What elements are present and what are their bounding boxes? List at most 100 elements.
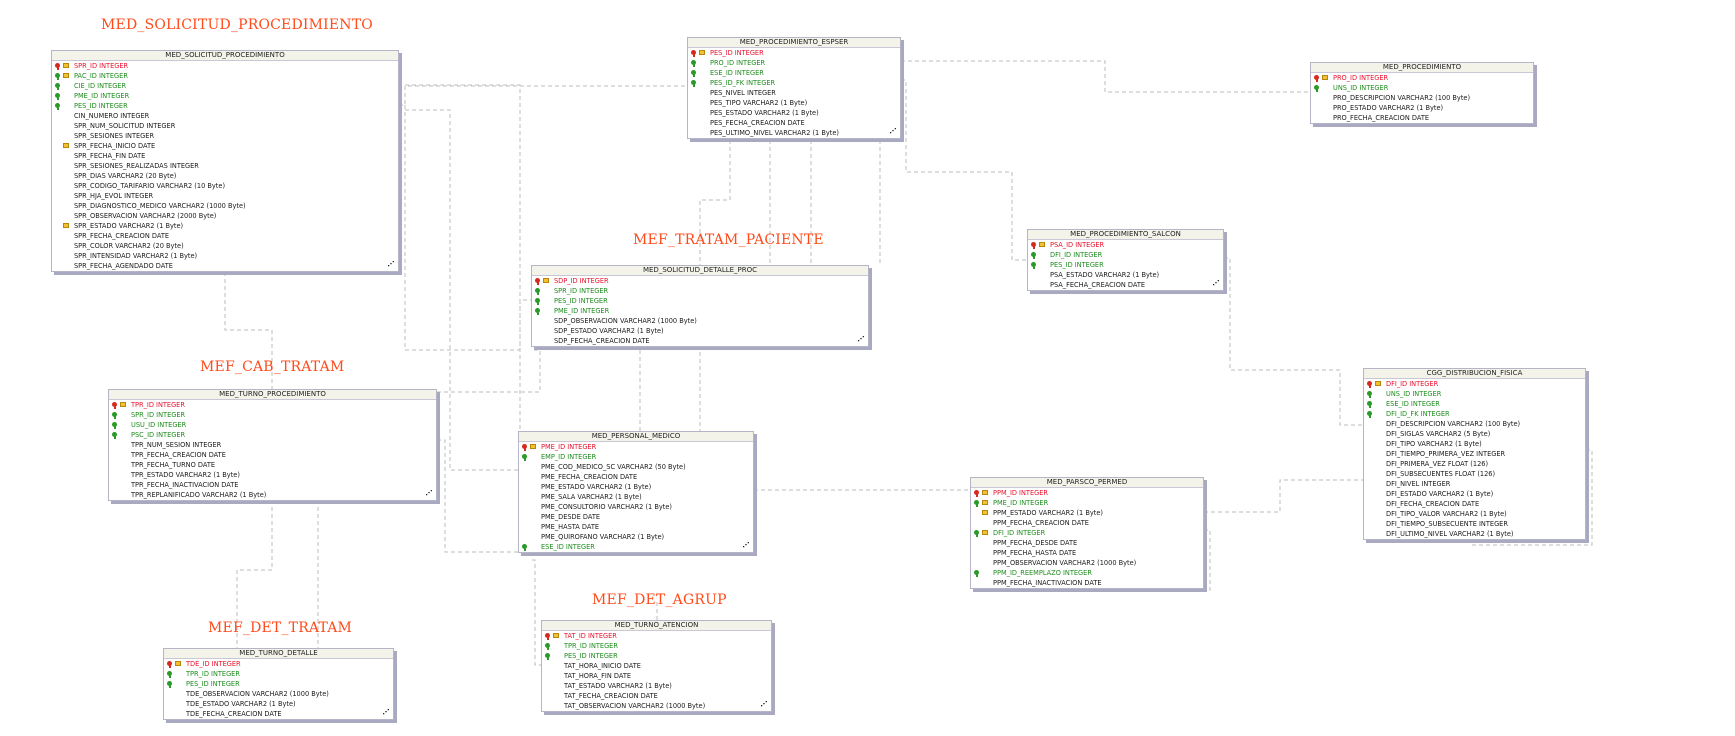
- column-row[interactable]: TPR_ID INTEGER: [164, 669, 393, 679]
- column-row[interactable]: DFI_ULTIMO_NIVEL VARCHAR2 (1 Byte): [1364, 529, 1585, 539]
- more-icon[interactable]: ⋰: [760, 700, 768, 708]
- column-row[interactable]: TAT_ESTADO VARCHAR2 (1 Byte): [542, 681, 771, 691]
- column-row[interactable]: DFI_FECHA_CREACION DATE: [1364, 499, 1585, 509]
- column-row[interactable]: PAC_ID INTEGER: [52, 71, 398, 81]
- column-row[interactable]: SPR_DIAS VARCHAR2 (20 Byte): [52, 171, 398, 181]
- column-row[interactable]: DFI_PRIMERA_VEZ FLOAT (126): [1364, 459, 1585, 469]
- column-row[interactable]: PPM_OBSERVACION VARCHAR2 (1000 Byte): [971, 558, 1203, 568]
- column-row[interactable]: PES_ID INTEGER: [542, 651, 771, 661]
- column-row[interactable]: PES_ID INTEGER: [164, 679, 393, 689]
- column-row[interactable]: CIE_ID INTEGER: [52, 81, 398, 91]
- column-row[interactable]: SPR_FECHA_INICIO DATE: [52, 141, 398, 151]
- column-row[interactable]: ESE_ID INTEGER: [519, 542, 753, 552]
- column-row[interactable]: DFI_TIEMPO_PRIMERA_VEZ INTEGER: [1364, 449, 1585, 459]
- column-row[interactable]: SPR_ID INTEGER: [109, 410, 436, 420]
- column-row[interactable]: SPR_INTENSIDAD VARCHAR2 (1 Byte): [52, 251, 398, 261]
- column-row[interactable]: SPR_OBSERVACION VARCHAR2 (2000 Byte): [52, 211, 398, 221]
- column-row[interactable]: PES_FECHA_CREACION DATE: [688, 118, 900, 128]
- column-row[interactable]: PSC_ID INTEGER: [109, 430, 436, 440]
- more-icon[interactable]: ⋰: [1212, 279, 1220, 287]
- column-row[interactable]: TPR_FECHA_CREACION DATE: [109, 450, 436, 460]
- column-row[interactable]: SPR_ESTADO VARCHAR2 (1 Byte): [52, 221, 398, 231]
- column-row[interactable]: PES_ID INTEGER: [688, 48, 900, 58]
- column-row[interactable]: PRO_ID INTEGER: [688, 58, 900, 68]
- column-row[interactable]: PME_HASTA DATE: [519, 522, 753, 532]
- column-row[interactable]: TAT_OBSERVACION VARCHAR2 (1000 Byte): [542, 701, 771, 711]
- column-row[interactable]: PME_ID INTEGER: [52, 91, 398, 101]
- column-row[interactable]: TAT_HORA_FIN DATE: [542, 671, 771, 681]
- column-row[interactable]: PPM_FECHA_CREACION DATE: [971, 518, 1203, 528]
- column-row[interactable]: SDP_OBSERVACION VARCHAR2 (1000 Byte): [532, 316, 868, 326]
- column-row[interactable]: SPR_FECHA_AGENDADO DATE: [52, 261, 398, 271]
- column-row[interactable]: PES_NIVEL INTEGER: [688, 88, 900, 98]
- column-row[interactable]: TAT_ID INTEGER: [542, 631, 771, 641]
- column-row[interactable]: DFI_ESTADO VARCHAR2 (1 Byte): [1364, 489, 1585, 499]
- column-row[interactable]: PPM_ESTADO VARCHAR2 (1 Byte): [971, 508, 1203, 518]
- column-row[interactable]: TPR_ID INTEGER: [109, 400, 436, 410]
- column-row[interactable]: DFI_SIGLAS VARCHAR2 (5 Byte): [1364, 429, 1585, 439]
- column-row[interactable]: PME_FECHA_CREACION DATE: [519, 472, 753, 482]
- column-row[interactable]: ESE_ID INTEGER: [688, 68, 900, 78]
- column-row[interactable]: DFI_DESCRIPCION VARCHAR2 (100 Byte): [1364, 419, 1585, 429]
- column-row[interactable]: CIN_NUMERO INTEGER: [52, 111, 398, 121]
- column-row[interactable]: TPR_ID INTEGER: [542, 641, 771, 651]
- column-row[interactable]: PES_ID INTEGER: [52, 101, 398, 111]
- column-row[interactable]: SDP_ESTADO VARCHAR2 (1 Byte): [532, 326, 868, 336]
- column-row[interactable]: PES_ULTIMO_NIVEL VARCHAR2 (1 Byte): [688, 128, 900, 138]
- column-row[interactable]: TDE_OBSERVACION VARCHAR2 (1000 Byte): [164, 689, 393, 699]
- more-icon[interactable]: ⋰: [382, 708, 390, 716]
- more-icon[interactable]: ⋰: [742, 541, 750, 549]
- column-row[interactable]: SPR_ID INTEGER: [52, 61, 398, 71]
- column-row[interactable]: PES_ID_FK INTEGER: [688, 78, 900, 88]
- column-row[interactable]: PME_DESDE DATE: [519, 512, 753, 522]
- more-icon[interactable]: ⋰: [387, 260, 395, 268]
- column-row[interactable]: TPR_REPLANIFICADO VARCHAR2 (1 Byte): [109, 490, 436, 500]
- column-row[interactable]: PME_ID INTEGER: [971, 498, 1203, 508]
- column-row[interactable]: TDE_FECHA_CREACION DATE: [164, 709, 393, 719]
- column-row[interactable]: PRO_FECHA_CREACION DATE: [1311, 113, 1533, 123]
- column-row[interactable]: UNS_ID INTEGER: [1311, 83, 1533, 93]
- column-row[interactable]: PME_COD_MEDICO_SC VARCHAR2 (50 Byte): [519, 462, 753, 472]
- column-row[interactable]: PES_TIPO VARCHAR2 (1 Byte): [688, 98, 900, 108]
- column-row[interactable]: SPR_CODIGO_TARIFARIO VARCHAR2 (10 Byte): [52, 181, 398, 191]
- column-row[interactable]: PPM_FECHA_INACTIVACION DATE: [971, 578, 1203, 588]
- column-row[interactable]: PPM_FECHA_HASTA DATE: [971, 548, 1203, 558]
- column-row[interactable]: DFI_TIPO_VALOR VARCHAR2 (1 Byte): [1364, 509, 1585, 519]
- column-row[interactable]: PME_ID INTEGER: [519, 442, 753, 452]
- column-row[interactable]: DFI_SUBSECUENTES FLOAT (126): [1364, 469, 1585, 479]
- column-row[interactable]: PME_SALA VARCHAR2 (1 Byte): [519, 492, 753, 502]
- column-row[interactable]: ESE_ID INTEGER: [1364, 399, 1585, 409]
- column-row[interactable]: PRO_ESTADO VARCHAR2 (1 Byte): [1311, 103, 1533, 113]
- column-row[interactable]: PSA_ESTADO VARCHAR2 (1 Byte): [1028, 270, 1223, 280]
- column-row[interactable]: TDE_ID INTEGER: [164, 659, 393, 669]
- column-row[interactable]: PPM_ID INTEGER: [971, 488, 1203, 498]
- column-row[interactable]: PES_ID INTEGER: [532, 296, 868, 306]
- column-row[interactable]: DFI_ID INTEGER: [1028, 250, 1223, 260]
- column-row[interactable]: PSA_FECHA_CREACION DATE: [1028, 280, 1223, 290]
- column-row[interactable]: DFI_TIEMPO_SUBSECUENTE INTEGER: [1364, 519, 1585, 529]
- column-row[interactable]: PPM_FECHA_DESDE DATE: [971, 538, 1203, 548]
- column-row[interactable]: PME_ID INTEGER: [532, 306, 868, 316]
- column-row[interactable]: TPR_ESTADO VARCHAR2 (1 Byte): [109, 470, 436, 480]
- column-row[interactable]: TPR_FECHA_INACTIVACION DATE: [109, 480, 436, 490]
- column-row[interactable]: TDE_ESTADO VARCHAR2 (1 Byte): [164, 699, 393, 709]
- column-row[interactable]: DFI_ID_FK INTEGER: [1364, 409, 1585, 419]
- column-row[interactable]: UNS_ID INTEGER: [1364, 389, 1585, 399]
- column-row[interactable]: PRO_DESCRIPCION VARCHAR2 (100 Byte): [1311, 93, 1533, 103]
- column-row[interactable]: SPR_SESIONES_REALIZADAS INTEGER: [52, 161, 398, 171]
- column-row[interactable]: SPR_FECHA_CREACION DATE: [52, 231, 398, 241]
- column-row[interactable]: PME_ESTADO VARCHAR2 (1 Byte): [519, 482, 753, 492]
- column-row[interactable]: TAT_FECHA_CREACION DATE: [542, 691, 771, 701]
- more-icon[interactable]: ⋰: [857, 335, 865, 343]
- column-row[interactable]: SPR_COLOR VARCHAR2 (20 Byte): [52, 241, 398, 251]
- column-row[interactable]: PME_CONSULTORIO VARCHAR2 (1 Byte): [519, 502, 753, 512]
- column-row[interactable]: SDP_ID INTEGER: [532, 276, 868, 286]
